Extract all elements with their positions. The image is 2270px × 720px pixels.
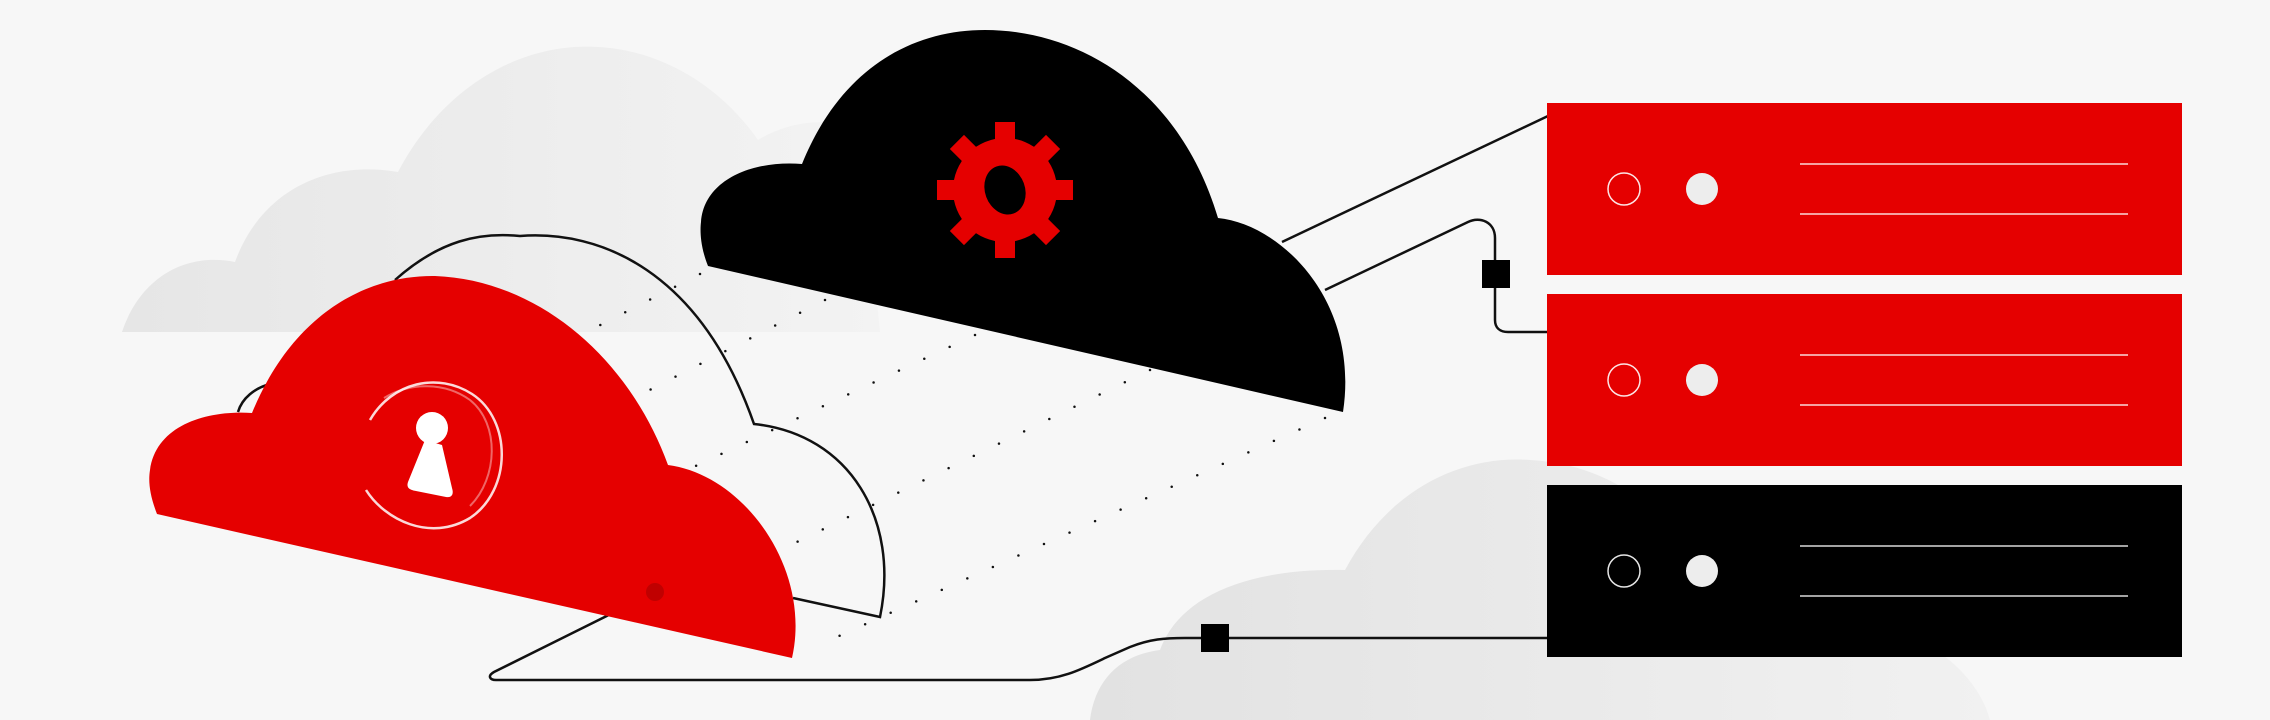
background-cloud-top [122,46,880,333]
keyhole-ring-shade [383,385,493,507]
connector-line-top [1281,114,1549,244]
server-indicator-filled [1686,364,1718,396]
server-unit-2 [1547,294,2182,466]
server-stack [1547,103,2182,657]
server-indicator-outline [1607,363,1641,397]
server-indicator-outline [1607,554,1641,588]
lock-cloud-shape [149,275,796,658]
connector-line-bottom [488,590,1548,682]
connector-node-bottom [1201,624,1229,652]
keyhole-icon [364,381,503,530]
server-unit-3 [1547,485,2182,657]
server-indicator-filled [1686,173,1718,205]
server-indicator-outline [1607,172,1641,206]
server-indicator-filled [1686,555,1718,587]
cloud-node-dot [646,583,664,601]
server-unit-1 [1547,103,2182,275]
keyhole-ring [364,381,503,530]
gear-icon [937,122,1073,258]
outline-cloud [394,233,886,619]
lock-cloud [149,275,796,658]
connector-node-middle [1482,260,1510,288]
gear-cloud [700,30,1346,412]
